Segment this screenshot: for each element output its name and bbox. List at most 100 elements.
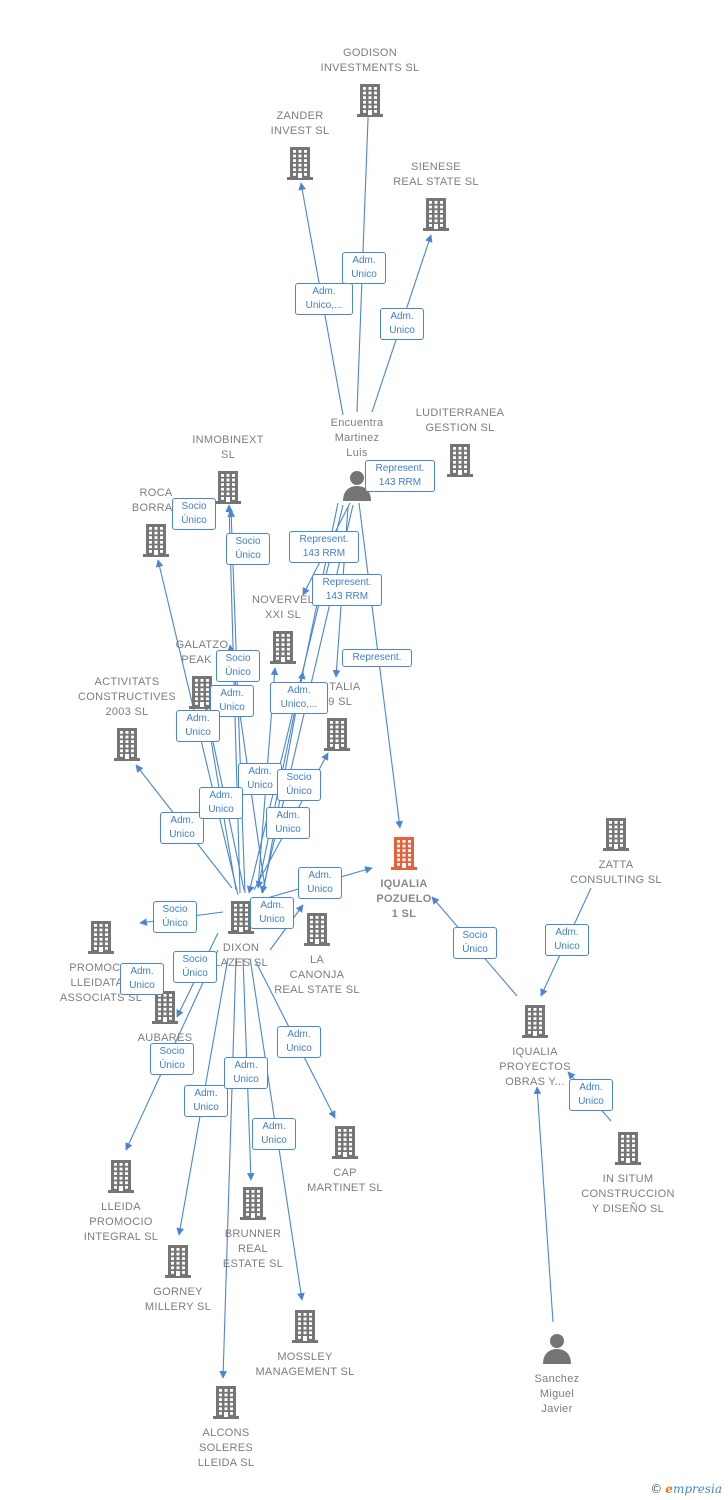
node-label-line: MILLERY SL [144, 1301, 212, 1313]
node-label-line: PROYECTOS [499, 1061, 571, 1073]
node-label-line: ASSOCIATS SL [59, 992, 143, 1004]
relationship-badge[interactable]: Represent. [342, 649, 412, 667]
node-godison[interactable]: GODISON INVESTMENTS SL [305, 46, 435, 124]
node-label-line: Javier [541, 1403, 573, 1415]
node-label-line: ZATTA [598, 859, 634, 871]
badge-text-line: 143 RRM [325, 591, 369, 602]
badge-text-line: Unico [247, 780, 273, 791]
relationship-badge[interactable]: Adm.Unico [266, 807, 310, 839]
relationship-badge[interactable]: Adm.Unico [277, 1026, 321, 1058]
relationship-badge[interactable]: Adm.Unico,... [295, 283, 353, 315]
relationship-badge[interactable]: Adm.Unico [224, 1057, 268, 1089]
relationship-badge[interactable]: Adm.Unico [120, 963, 164, 995]
building-icon [444, 442, 476, 478]
badge-text-line: Único [182, 968, 208, 979]
node-novervel[interactable]: NOVERVEL XXI SL [218, 593, 348, 671]
node-label-line: SIENESE [411, 161, 461, 173]
badge-text-line: Unico [578, 1096, 604, 1107]
node-label-line: Y DISEÑO SL [591, 1203, 665, 1215]
building-icon [289, 1308, 321, 1344]
badge-text-line: Unico [351, 269, 377, 280]
node-label-line: INVESTMENTS SL [320, 62, 420, 74]
node-label-line: SL [220, 449, 236, 461]
building-icon [111, 726, 143, 762]
node-label-line: Miguel [539, 1388, 575, 1400]
person-icon [341, 467, 373, 503]
node-label-line: CANONJA [289, 969, 345, 981]
node-label-line: XXI SL [264, 609, 302, 621]
relationship-badge[interactable]: Adm.Unico,... [270, 682, 328, 714]
badge-text-line: Adm. [209, 790, 233, 801]
relationship-badge[interactable]: Adm.Unico [199, 787, 243, 819]
node-label-line: ACTIVITATS [94, 676, 160, 688]
relationship-badge[interactable]: Represent.143 RRM [312, 574, 382, 606]
badge-text-line: Unico [261, 1135, 287, 1146]
relationship-badge[interactable]: Adm.Unico [252, 1118, 296, 1150]
relationship-badge[interactable]: Adm.Unico [176, 710, 220, 742]
node-label-line: NOVERVEL [251, 594, 315, 606]
relationship-badge[interactable]: Adm.Unico [298, 867, 342, 899]
node-label-line: DIXON [222, 942, 260, 954]
relationship-badge[interactable]: Adm.Unico [238, 763, 282, 795]
badge-text-line: Adm. [287, 685, 311, 696]
badge-text-line: Unico [554, 941, 580, 952]
building-icon [600, 816, 632, 852]
node-dixon[interactable]: DIXON LAZES SL [176, 899, 306, 977]
relationship-badge[interactable]: Adm.Unico [545, 924, 589, 956]
node-label-line: LAZES SL [214, 957, 268, 969]
relationship-badge[interactable]: Represent.143 RRM [289, 531, 359, 563]
relationship-badge[interactable]: Represent.143 RRM [365, 460, 435, 492]
relationship-badge[interactable]: Adm.Unico [569, 1079, 613, 1111]
relationship-badge[interactable]: Adm.Unico [342, 252, 386, 284]
relationship-badge[interactable]: Adm.Unico [250, 897, 294, 929]
node-label-line: GODISON [342, 47, 398, 59]
badge-text-line: Socio [462, 930, 488, 941]
badge-text-line: Socio [181, 501, 207, 512]
node-label-line: IQUALIA [380, 878, 428, 890]
badge-text-line: Unico [259, 914, 285, 925]
building-icon [149, 989, 181, 1025]
building-icon [210, 1384, 242, 1420]
relationship-badge[interactable]: Adm.Unico [184, 1085, 228, 1117]
relationship-badge[interactable]: Adm.Unico [160, 812, 204, 844]
edge-25 [219, 957, 237, 1379]
relationship-badge[interactable]: Adm.Unico [380, 308, 424, 340]
node-label-line: BORRAS [131, 502, 181, 514]
